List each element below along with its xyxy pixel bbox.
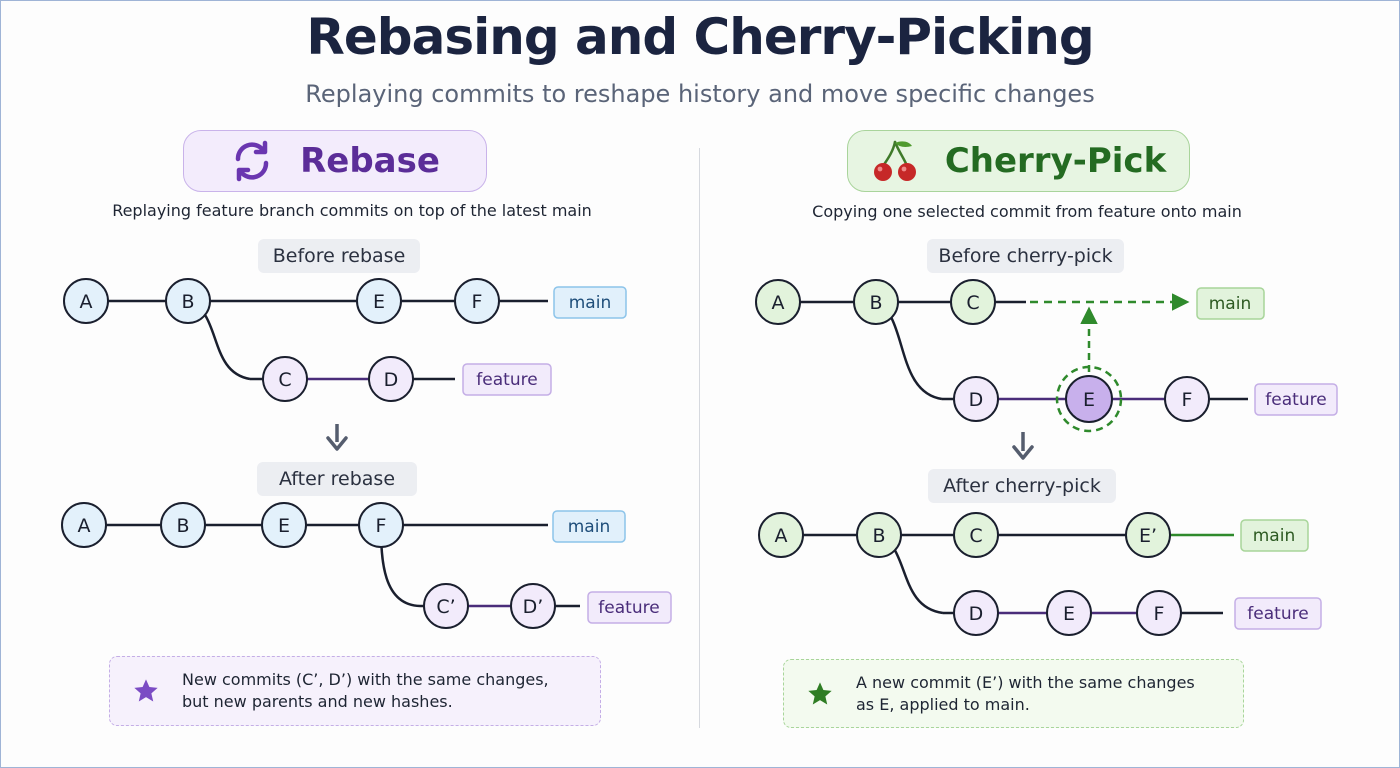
- commit-label: A: [78, 515, 91, 537]
- commit-node: B: [165, 278, 211, 324]
- cherry-pick-heading: Cherry-Pick: [944, 141, 1167, 181]
- cherry-pick-heading-pill: Cherry-Pick: [847, 130, 1190, 192]
- rebase-heading-pill: Rebase: [183, 130, 487, 192]
- commit-node: E: [1046, 590, 1092, 636]
- cherry-pick-before-label: Before cherry-pick: [927, 239, 1124, 273]
- commit-label: D’: [523, 596, 544, 618]
- rebase-note-line: New commits (C’, D’) with the same chang…: [182, 670, 549, 689]
- commit-node: C: [262, 356, 308, 402]
- branch-label: main: [569, 293, 611, 313]
- rebase-heading: Rebase: [300, 141, 440, 181]
- commit-node: D: [953, 376, 999, 422]
- cherry-pick-note-text: A new commit (E’) with the same changes …: [856, 672, 1195, 716]
- branch-tag-feature: feature: [462, 363, 552, 396]
- branch-tag-main: main: [552, 510, 626, 543]
- branch-label: main: [1209, 294, 1251, 314]
- commit-node: A: [758, 512, 804, 558]
- commit-node: A: [755, 279, 801, 325]
- commit-label: D: [384, 369, 399, 391]
- commit-label: B: [872, 525, 885, 547]
- commit-label: E: [278, 515, 290, 537]
- rebase-after-graph: A B E F C’ D’ main feature: [61, 502, 672, 629]
- branch-tag-feature: feature: [587, 591, 672, 624]
- branch-tag-main: main: [1240, 519, 1309, 552]
- commit-node: F: [1136, 590, 1182, 636]
- rebase-before-graph: A B E F C D main feature: [63, 278, 627, 402]
- branch-tag-main: main: [553, 286, 627, 319]
- branch-tag-feature: feature: [1234, 597, 1322, 630]
- commit-label: F: [472, 291, 483, 313]
- commit-label: A: [775, 525, 788, 547]
- branch-label: feature: [476, 370, 537, 390]
- commit-node-selected: E: [1065, 375, 1113, 423]
- cherry-pick-description: Copying one selected commit from feature…: [812, 202, 1242, 221]
- star-icon: [110, 677, 182, 705]
- commit-label: D: [969, 603, 984, 625]
- arrow-down-icon: [326, 424, 348, 451]
- rebase-before-label: Before rebase: [258, 239, 420, 273]
- commit-node: D: [953, 590, 999, 636]
- commit-node: B: [160, 502, 206, 548]
- cherry-pick-after-label: After cherry-pick: [928, 469, 1116, 503]
- commit-node: D: [368, 356, 414, 402]
- cherry-pick-note-line: as E, applied to main.: [856, 694, 1030, 714]
- commit-label: E’: [1139, 525, 1157, 547]
- branch-tag-feature: feature: [1254, 383, 1338, 416]
- commit-node: C’: [423, 583, 469, 629]
- commit-label: E: [373, 291, 385, 313]
- commit-label: F: [376, 515, 387, 537]
- commit-node: C: [950, 279, 996, 325]
- branch-label: feature: [598, 598, 659, 618]
- page-subtitle: Replaying commits to reshape history and…: [305, 80, 1095, 108]
- branch-tag-main: main: [1196, 287, 1265, 320]
- branch-label: main: [1253, 526, 1295, 546]
- rebase-note-line: but new parents and new hashes.: [182, 692, 453, 711]
- commit-node: D’: [510, 583, 556, 629]
- commit-label: A: [80, 291, 93, 313]
- commit-label: E: [1083, 389, 1095, 411]
- commit-node: A: [63, 278, 109, 324]
- rebase-note-text: New commits (C’, D’) with the same chang…: [182, 669, 549, 713]
- rebase-after-label: After rebase: [257, 462, 417, 496]
- commit-node: B: [856, 512, 902, 558]
- commit-label: E: [1063, 603, 1075, 625]
- commit-node: E: [261, 502, 307, 548]
- commit-label: C: [969, 525, 982, 547]
- commit-label: C: [966, 292, 979, 314]
- star-icon: [784, 680, 856, 708]
- commit-label: A: [772, 292, 785, 314]
- commit-node: A: [61, 502, 107, 548]
- cherry-icon: [871, 138, 919, 184]
- commit-node: C: [953, 512, 999, 558]
- commit-node: F: [358, 502, 404, 548]
- commit-label: B: [176, 515, 189, 537]
- sync-arrows-icon: [230, 139, 274, 183]
- commit-label: B: [869, 292, 882, 314]
- commit-label: C: [278, 369, 291, 391]
- commit-label: F: [1182, 389, 1193, 411]
- rebase-note-box: New commits (C’, D’) with the same chang…: [109, 656, 601, 726]
- cherry-pick-before-graph: A B C D E F main feature: [755, 279, 1338, 433]
- commit-node: F: [1164, 376, 1210, 422]
- commit-node: E: [356, 278, 402, 324]
- cherry-pick-note-box: A new commit (E’) with the same changes …: [783, 659, 1244, 728]
- branch-label: main: [568, 517, 610, 537]
- commit-label: F: [1154, 603, 1165, 625]
- branch-label: feature: [1247, 604, 1308, 624]
- commit-node-copied: E’: [1125, 512, 1171, 558]
- commit-label: B: [181, 291, 194, 313]
- section-divider: [699, 148, 700, 728]
- page-title: Rebasing and Cherry-Picking: [306, 8, 1094, 66]
- branch-label: feature: [1265, 390, 1326, 410]
- rebase-description: Replaying feature branch commits on top …: [112, 201, 592, 220]
- commit-node: F: [454, 278, 500, 324]
- cherry-pick-after-graph: A B C E’ D E F main feature: [758, 512, 1322, 636]
- commit-label: C’: [436, 596, 455, 618]
- commit-label: D: [969, 389, 984, 411]
- arrow-down-icon: [1012, 432, 1034, 460]
- commit-node: B: [853, 279, 899, 325]
- cherry-pick-note-line: A new commit (E’) with the same changes: [856, 672, 1195, 692]
